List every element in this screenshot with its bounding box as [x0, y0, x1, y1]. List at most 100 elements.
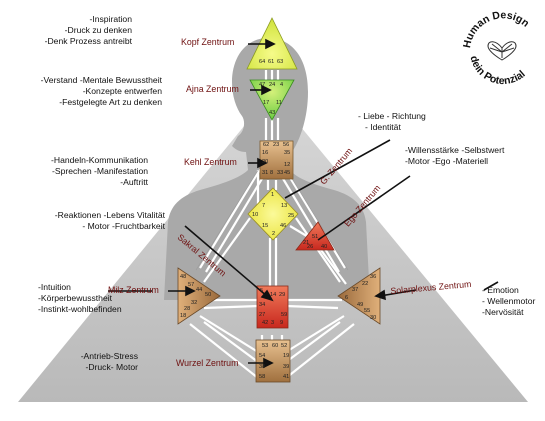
sakral-note: - Motor -Fruchtbarkeit	[82, 221, 165, 231]
gate-number: 47	[259, 82, 266, 88]
gate-number: 2	[272, 231, 276, 237]
milz-note: -Intuition	[38, 282, 71, 292]
kehl-note: -Sprechen -Manifestation	[51, 166, 148, 176]
gate-number: 53	[262, 343, 269, 349]
gate-number: 59	[281, 312, 288, 318]
gate-number: 51	[312, 234, 319, 240]
kopf-notes: -Inspiration -Druck zu denken -Denk Proz…	[45, 14, 132, 47]
gate-number: 52	[281, 343, 288, 349]
logo-text-bottom: dein Potenzial	[467, 54, 527, 87]
g-center-shape	[247, 187, 299, 241]
gate-number: 12	[284, 162, 291, 168]
gate-number: 34	[259, 302, 266, 308]
ajna-notes: -Verstand -Mentale Bewusstheit -Konzepte…	[41, 75, 162, 108]
gate-number: 57	[188, 282, 195, 288]
gate-number: 1	[271, 192, 275, 198]
gate-number: 41	[283, 374, 290, 380]
gate-number: 38	[259, 364, 266, 370]
kopf-note: -Druck zu denken	[64, 25, 132, 35]
gate-number: 25	[288, 213, 295, 219]
gate-number: 8	[270, 170, 274, 176]
solarplexus-note: -Nervösität	[482, 307, 524, 317]
gate-number: 27	[259, 312, 266, 318]
gate-number: 31	[262, 170, 269, 176]
logo-heart-icon	[487, 41, 517, 61]
gate-number: 33	[277, 170, 284, 176]
kehl-center-label: Kehl Zentrum	[184, 157, 237, 167]
gate-number: 64	[259, 59, 266, 65]
gate-number: 55	[364, 308, 371, 314]
gate-number: 46	[280, 223, 287, 229]
gate-number: 60	[272, 343, 279, 349]
g-note: - Liebe - Richtung	[358, 111, 426, 121]
gate-number: 11	[276, 100, 282, 106]
milz-note: -Körperbewusstheit	[38, 293, 113, 303]
gate-number: 9	[280, 320, 284, 326]
ego-note: -Motor -Ego -Materiell	[405, 156, 489, 166]
kehl-note: -Auftritt	[120, 177, 148, 187]
gate-number: 35	[284, 150, 291, 156]
kopf-note: -Inspiration	[89, 14, 132, 24]
wurzel-notes: -Antrieb-Stress -Druck- Motor	[81, 351, 138, 373]
gate-number: 18	[180, 313, 187, 319]
gate-number: 28	[184, 306, 191, 312]
ajna-note: -Konzepte entwerfen	[82, 86, 162, 96]
kehl-center-shape	[259, 140, 294, 180]
milz-note: -Instinkt-wohlbefinden	[38, 304, 122, 314]
solarplexus-note: - Emotion	[482, 285, 519, 295]
wurzel-center-shape	[255, 339, 291, 383]
gate-number: 45	[284, 170, 291, 176]
gate-number: 54	[259, 353, 266, 359]
gate-number: 62	[263, 142, 270, 148]
gate-number: 15	[262, 223, 269, 229]
gate-number: 16	[262, 150, 269, 156]
milz-notes: -Intuition -Körperbewusstheit -Instinkt-…	[38, 282, 122, 315]
sakral-notes: -Reaktionen -Lebens Vitalität - Motor -F…	[55, 210, 165, 232]
gate-number: 29	[279, 292, 286, 298]
ajna-note: -Festgelegte Art zu denken	[59, 97, 162, 107]
solarplexus-notes: - Emotion - Wellenmotor -Nervösität	[482, 285, 535, 318]
wurzel-note: -Druck- Motor	[85, 362, 138, 372]
gate-number: 40	[321, 244, 328, 250]
kehl-note: -Handeln-Kommunikation	[51, 155, 148, 165]
solarplexus-note: - Wellenmotor	[482, 296, 536, 306]
wurzel-center-label: Wurzel Zentrum	[176, 358, 239, 368]
milz-center-shape	[177, 267, 221, 325]
gate-number: 13	[281, 203, 288, 209]
gate-number: 4	[280, 82, 284, 88]
svg-text:dein Potenzial: dein Potenzial	[467, 54, 527, 87]
gate-number: 48	[180, 274, 187, 280]
gate-number: 17	[263, 100, 270, 106]
gate-number: 32	[191, 300, 198, 306]
wurzel-note: -Antrieb-Stress	[80, 351, 138, 361]
kehl-notes: -Handeln-Kommunikation -Sprechen -Manife…	[51, 155, 148, 188]
gate-number: 39	[283, 364, 290, 370]
gate-number: 50	[205, 292, 212, 298]
gate-number: 24	[269, 82, 276, 88]
gate-number: 43	[269, 110, 276, 116]
gate-number: 58	[259, 374, 266, 380]
gate-number: 30	[370, 315, 377, 321]
gate-number: 10	[252, 212, 259, 218]
gate-number: 21	[303, 240, 310, 246]
ajna-center-label: Ajna Zentrum	[186, 84, 239, 94]
ajna-note: -Verstand -Mentale Bewusstheit	[40, 75, 162, 85]
g-notes: - Liebe - Richtung - Identität	[358, 111, 426, 133]
sakral-note: -Reaktionen -Lebens Vitalität	[54, 210, 165, 220]
gate-number: 20	[262, 159, 269, 165]
gate-number: 7	[262, 203, 266, 209]
g-note: - Identität	[365, 122, 401, 132]
ego-notes: -Willensstärke -Selbstwert -Motor -Ego -…	[405, 145, 504, 167]
gate-number: 22	[362, 281, 369, 287]
gate-number: 63	[277, 59, 284, 65]
gate-number: 6	[345, 295, 349, 301]
gate-number: 26	[307, 244, 314, 250]
gate-number: 61	[268, 59, 275, 65]
gate-number: 19	[283, 353, 290, 359]
pointer-arrows	[108, 38, 499, 369]
gate-number: 14	[270, 292, 277, 298]
gate-number: 3	[271, 320, 275, 326]
gate-number: 42	[262, 320, 269, 326]
gate-number: 36	[370, 274, 377, 280]
